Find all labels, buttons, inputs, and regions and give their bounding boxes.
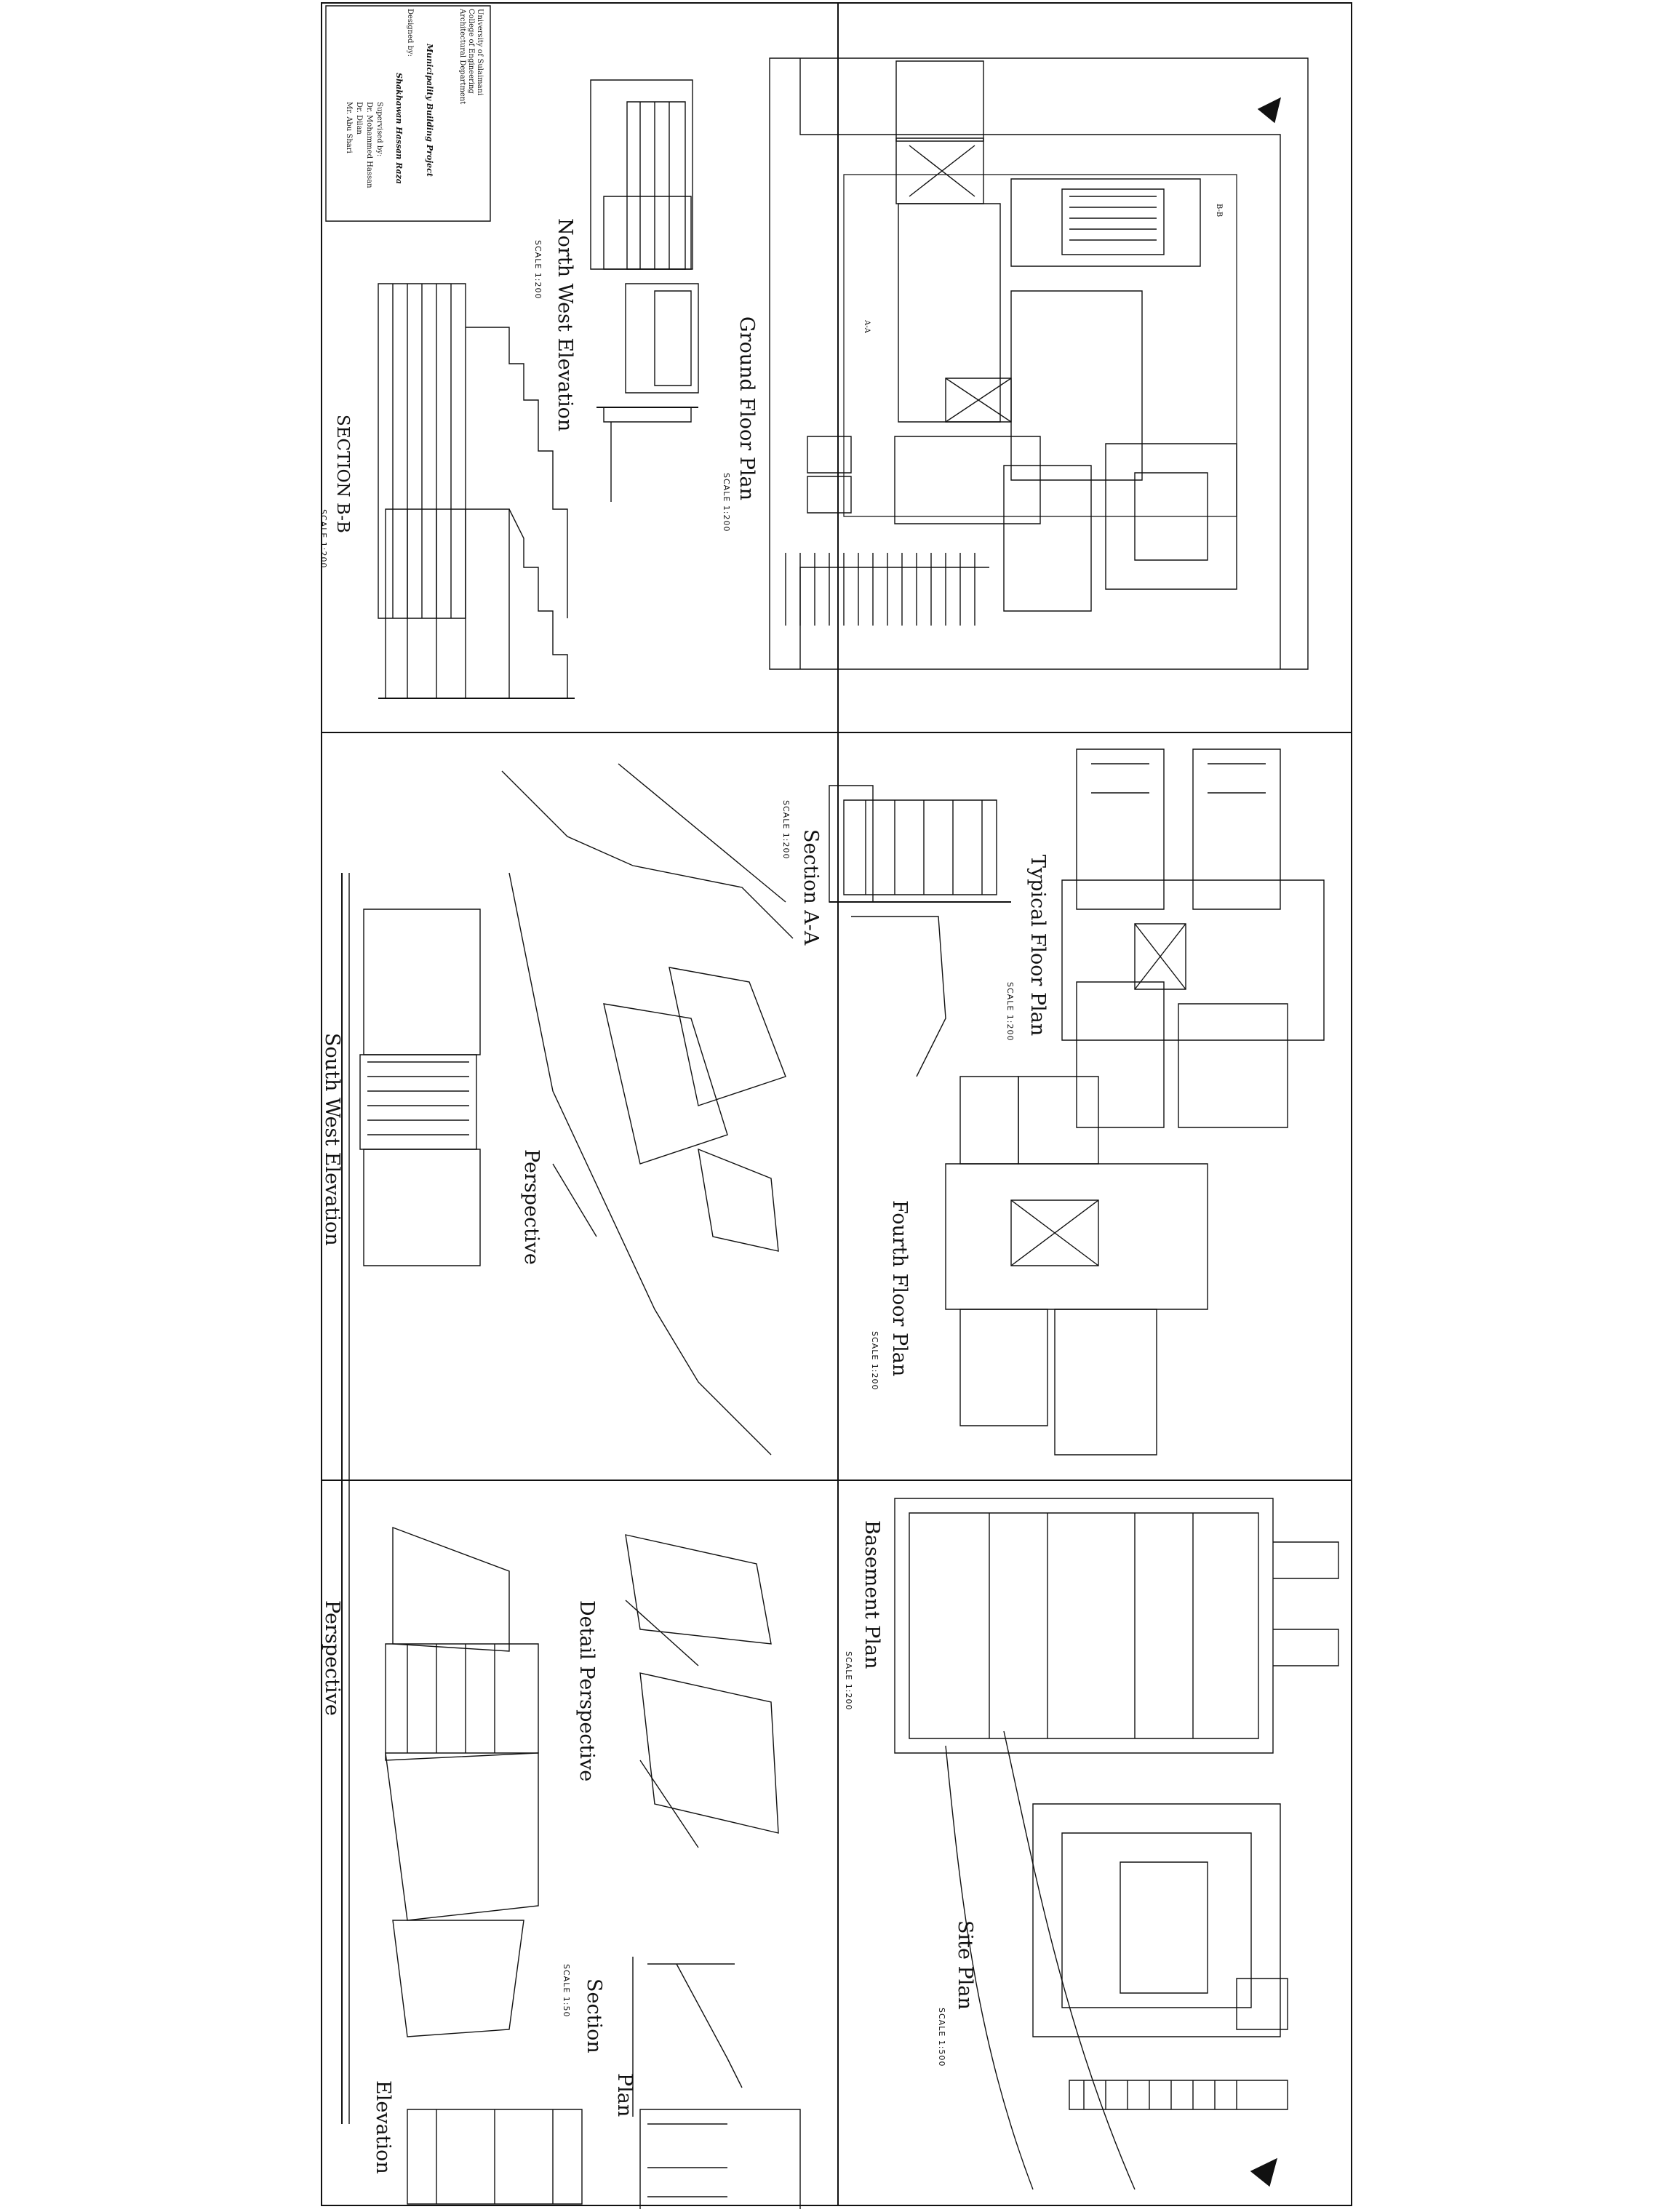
college-name: College of Engineering [467,9,475,94]
supervisor-1: Dr. Mohammed Hassan [365,102,373,188]
supervisor-2: Dr. Dilan [355,102,363,135]
fourth-floor-plan-scale: SCALE 1:200 [870,1331,879,1391]
south-west-elevation-title: South West Elevation [321,1033,343,1246]
section-marker-a: A-A [863,320,871,333]
detail-perspective-drawing [626,1535,778,1848]
section-aa-drawing [829,786,1011,1077]
section-aa-title: Section A-A [799,829,822,946]
detail-perspective-title: Detail Perspective [575,1600,598,1782]
section-aa-scale: SCALE 1:200 [781,800,791,860]
detail-section-title: Section [583,1979,605,2053]
ground-floor-plan-scale: SCALE 1:200 [722,473,731,532]
perspective-1-title: Perspective [520,1149,543,1265]
designer-name: Shakhawan Hassan Raza [394,73,404,184]
north-arrow-2 [1251,2159,1277,2186]
ground-floor-plan-drawing [770,58,1308,669]
site-plan-drawing [946,1731,1288,2189]
detail-section-scale: SCALE 1:50 [562,1964,571,2018]
section-bb-drawing [378,284,575,698]
section-bb-scale: SCALE 1:200 [319,509,328,569]
supervisor-3: Mr. Abu Shari [345,102,353,153]
perspective-1-drawing [502,764,793,1455]
site-plan-title: Site Plan [954,1920,976,2010]
detail-section-drawing [633,1957,742,2117]
typical-floor-plan-title: Typical Floor Plan [1026,855,1049,1037]
typical-floor-plan-drawing [1062,749,1324,1127]
designed-by-label: Designed by: [406,9,414,57]
detail-plan-title: Plan [613,2073,636,2117]
north-west-elevation-scale: SCALE 1:200 [533,240,543,300]
north-west-elevation-drawing [591,80,698,502]
project-name: Municipality Building Project [425,44,434,177]
perspective-2-title: Perspective [321,1600,343,1716]
section-marker-b: B-B [1215,204,1223,217]
ground-floor-plan-title: Ground Floor Plan [735,316,758,501]
north-arrow-1 [1258,98,1280,122]
sheet-frame [322,3,1352,2205]
detail-elevation-drawing [407,2109,582,2204]
section-bb-title: SECTION B-B [333,415,352,533]
supervised-by-label: Supervised by: [375,102,383,157]
basement-plan-drawing [895,1498,1338,1753]
detail-elevation-title: Elevation [372,2080,394,2174]
department-name: Architectural Department [458,9,466,105]
university-name: University of Sulaimani [476,9,484,96]
typical-floor-plan-scale: SCALE 1:200 [1005,982,1015,1042]
north-west-elevation-title: North West Elevation [554,218,576,432]
detail-plan-drawing [640,2109,800,2209]
site-plan-scale: SCALE 1:500 [937,2008,946,2067]
basement-plan-title: Basement Plan [861,1520,883,1669]
perspective-2-drawing [386,1528,538,2037]
fourth-floor-plan-title: Fourth Floor Plan [888,1200,911,1377]
south-west-elevation-drawing [342,873,480,2124]
title-block-frame [326,6,490,221]
fourth-floor-plan-drawing [946,1077,1208,1455]
basement-plan-scale: SCALE 1:200 [844,1651,853,1711]
